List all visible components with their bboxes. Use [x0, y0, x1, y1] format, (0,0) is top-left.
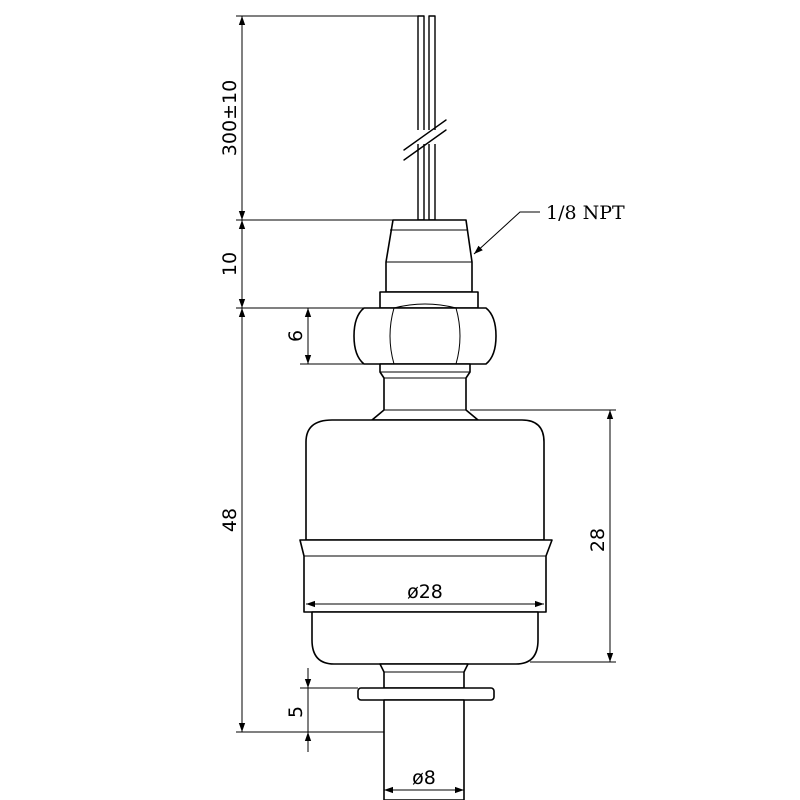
dim-stop-thickness: 5: [285, 706, 307, 718]
callout-thread-type: 1/8 NPT: [546, 202, 625, 224]
dim-total-height: 48: [219, 508, 241, 532]
stop-collar: [357, 687, 495, 701]
float-body: [299, 419, 553, 665]
dimension-labels: 300±10 10 48 6 5 28 ø28 ø8 1/8 NPT: [219, 80, 625, 789]
dim-stem-diameter: ø8: [412, 767, 436, 789]
dim-thread-height: 10: [219, 252, 241, 276]
dimension-lines: [236, 15, 616, 800]
dim-float-height: 28: [587, 528, 609, 552]
part-outline: [299, 15, 553, 800]
dim-float-diameter: ø28: [407, 581, 443, 603]
thread-plug: [379, 219, 479, 309]
dim-nut-height: 6: [285, 330, 307, 342]
neck: [371, 363, 479, 421]
lead-wires: [400, 15, 450, 221]
dim-lead-length: 300±10: [219, 80, 241, 156]
stem: [357, 663, 495, 800]
hex-nut: [353, 303, 497, 369]
